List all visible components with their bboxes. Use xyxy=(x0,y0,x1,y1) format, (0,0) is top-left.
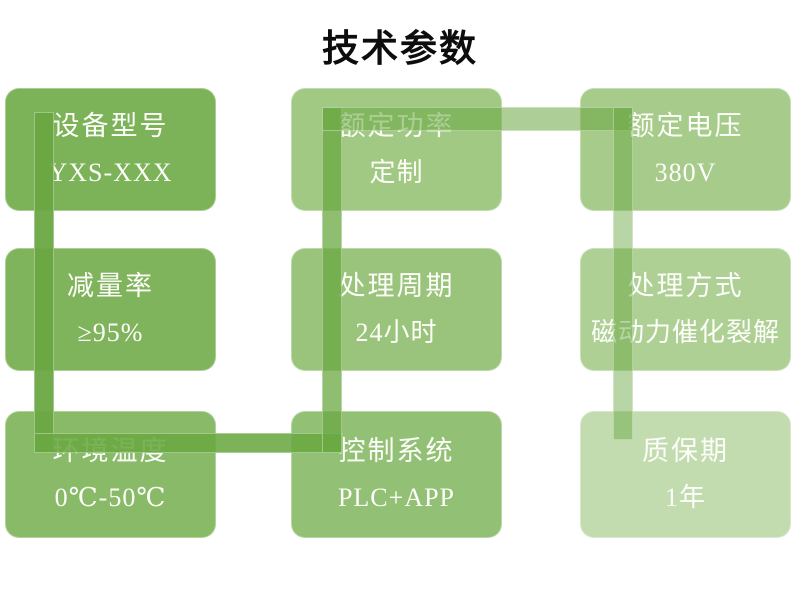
card-processing-cycle-title: 处理周期 xyxy=(338,270,455,301)
card-rated-voltage-title: 额定电压 xyxy=(627,110,744,141)
card-rated-voltage-value: 380V xyxy=(654,157,717,187)
card-warranty-value: 1年 xyxy=(664,482,706,512)
card-ambient-temperature-value: 0℃-50℃ xyxy=(54,482,167,512)
card-reduction-rate-value: ≥95% xyxy=(77,317,144,347)
card-device-model-value: YXS-XXX xyxy=(48,157,173,187)
card-rated-power-value: 定制 xyxy=(369,157,424,187)
card-warranty-title: 质保期 xyxy=(642,435,729,466)
page-title: 技术参数 xyxy=(322,28,478,69)
connector-left-vertical xyxy=(34,112,54,453)
card-reduction-rate-title: 减量率 xyxy=(67,270,154,301)
card-rated-voltage: 额定电压 380V xyxy=(580,88,791,211)
connector-middle-vertical xyxy=(322,107,342,453)
connector-bottom-horizontal xyxy=(34,433,343,453)
connector-top-horizontal xyxy=(322,107,633,131)
card-processing-cycle-value: 24小时 xyxy=(355,317,438,347)
card-processing-method-value: 磁动力催化裂解 xyxy=(590,317,780,347)
card-device-model-title: 设备型号 xyxy=(52,110,169,141)
card-control-system-value: PLC+APP xyxy=(337,482,456,512)
card-warranty: 质保期 1年 xyxy=(580,411,791,538)
card-processing-method-title: 处理方式 xyxy=(627,270,744,301)
card-processing-method: 处理方式 磁动力催化裂解 xyxy=(580,248,791,371)
connector-right-vertical xyxy=(613,107,633,440)
card-control-system-title: 控制系统 xyxy=(338,435,455,466)
